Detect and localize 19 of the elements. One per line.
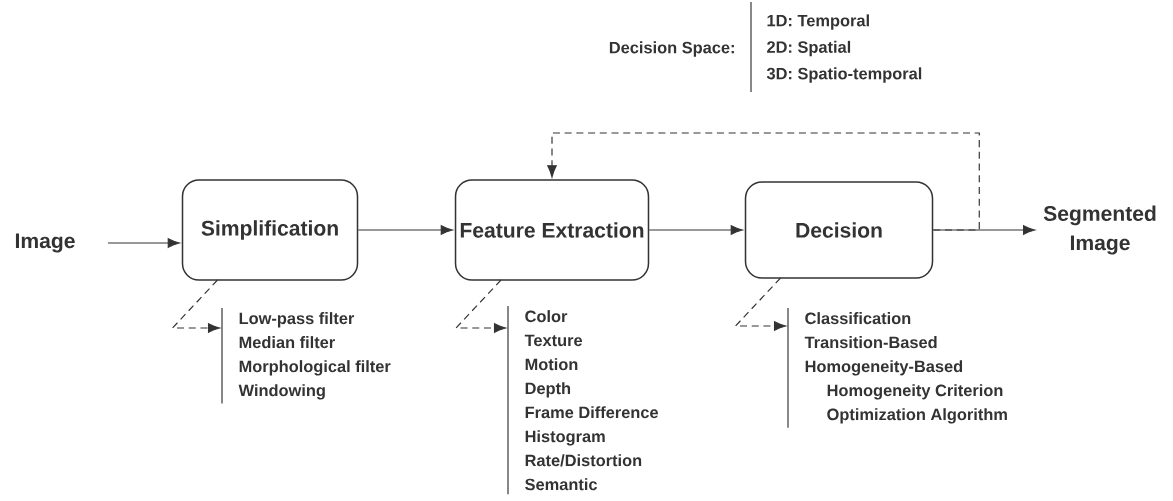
item-list: Color Texture Motion Depth Frame Difference Histogram Rate/Distortion Semantic: [507, 305, 658, 495]
arrow: [171, 279, 221, 333]
heading-label: Decision Space:: [609, 41, 734, 57]
option-label: 2D: Spatial: [767, 40, 851, 57]
arrow: [454, 279, 507, 333]
arrow: [547, 132, 980, 231]
arrow: [648, 225, 743, 235]
option-label: 3D: Spatio-temporal: [766, 67, 922, 83]
arrow: [107, 238, 180, 248]
terminal-label: Segmented Image: [1043, 205, 1156, 255]
arrow: [357, 225, 453, 235]
item-list: Classification Transition-Based Homogeneity-Based Homogeneity Criterion Optimization Algorithm: [787, 307, 1007, 429]
terminal-label: Image: [15, 233, 75, 253]
arrow: [734, 277, 787, 331]
process-box: Decision: [744, 181, 934, 279]
process-box: Simplification: [181, 179, 359, 281]
process-box: Feature Extraction: [454, 179, 650, 281]
item-list: Low-pass filter Median filter Morphological filter Windowing: [221, 307, 391, 405]
option-label: 1D: Temporal: [767, 14, 869, 30]
